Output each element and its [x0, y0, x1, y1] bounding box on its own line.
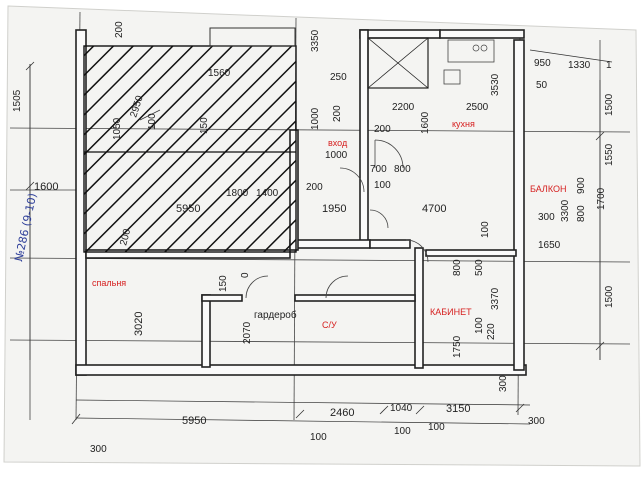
dim-label: 300	[528, 416, 545, 427]
dim-label: 300	[498, 375, 509, 392]
dim-label: 100	[480, 221, 491, 238]
dim-label: 1330	[568, 60, 591, 71]
dim-label: 950	[534, 58, 551, 69]
kitchen-fixtures	[443, 39, 495, 85]
dim-label: 3150	[446, 403, 470, 415]
dim-label: 800	[452, 259, 463, 276]
dim-label: 2500	[466, 102, 489, 113]
dim-label: 3300	[560, 199, 571, 222]
dim-label: 800	[394, 164, 411, 175]
dim-label: 800	[576, 205, 587, 222]
dim-label: 3370	[490, 287, 501, 310]
dim-label: 5950	[182, 415, 206, 427]
dim-label: 100	[147, 113, 158, 130]
dim-label: 220	[486, 323, 497, 340]
dim-label: 1750	[452, 335, 463, 358]
dim-label: 200	[306, 182, 323, 193]
dim-label: 1600	[34, 181, 58, 193]
room-label-balcony: БАЛКОН	[530, 184, 566, 194]
room-label-bedroom: спальня	[92, 278, 126, 288]
dim-label: 1500	[604, 285, 615, 308]
dim-label: 100	[310, 432, 327, 443]
tick-marks	[25, 61, 605, 425]
dim-label: 1050	[112, 117, 123, 140]
dim-label: 1560	[208, 68, 231, 79]
dimension-lines	[29, 49, 613, 425]
dim-label: 1700	[596, 187, 607, 210]
dim-label: 3020	[133, 312, 145, 336]
top-fixtures	[209, 27, 296, 47]
dim-label: 5950	[176, 203, 200, 215]
dim-label: 2460	[330, 407, 354, 419]
dim-label: 250	[330, 72, 347, 83]
dim-label: 1	[606, 60, 612, 71]
dim-label: 1505	[12, 89, 23, 112]
dim-label: 150	[218, 275, 229, 292]
dim-label: 1000	[325, 150, 348, 161]
elevator-shaft	[367, 37, 429, 89]
dim-label: 1500	[604, 93, 615, 116]
dim-label: 100	[394, 426, 411, 437]
dim-label: 0	[240, 272, 251, 278]
dim-label: 1650	[538, 240, 561, 251]
dim-label: 1600	[420, 111, 431, 134]
dim-label: 3530	[490, 73, 501, 96]
room-label-kitchen: кухня	[452, 119, 475, 129]
dim-label: 1040	[390, 403, 413, 414]
dim-label: 150	[199, 117, 210, 134]
dim-label: 200	[114, 21, 125, 38]
dim-label: 3350	[310, 29, 321, 52]
dim-label: 1950	[322, 203, 346, 215]
dim-label: 200	[332, 105, 343, 122]
dim-label: 700	[370, 164, 387, 175]
dim-label: 1800	[226, 188, 249, 199]
dim-label: 1550	[604, 143, 615, 166]
doors	[245, 139, 429, 299]
room-label-bathroom: С/У	[322, 320, 337, 330]
room-label-entrance: вход	[328, 138, 348, 148]
dim-label: 100	[474, 317, 485, 334]
dim-label: 100	[428, 422, 445, 433]
dim-label: 1000	[310, 107, 321, 130]
dim-label: 900	[576, 177, 587, 194]
dim-label: 200	[118, 227, 133, 246]
dim-label: 2200	[392, 102, 415, 113]
dim-label: 100	[374, 180, 391, 191]
dim-label: 500	[474, 259, 485, 276]
dim-label: 4700	[422, 203, 446, 215]
dim-label: 2070	[242, 321, 253, 344]
dim-label: 1400	[256, 188, 279, 199]
hatched-area	[83, 45, 297, 253]
dimension-labels: 200 3350 1505 1600 1560 2950 1050 5950 1…	[12, 21, 615, 455]
room-label-office: КАБИНЕТ	[430, 307, 472, 317]
dim-label: 200	[374, 124, 391, 135]
room-label-wardrobe: гардероб	[254, 309, 297, 321]
dim-label: 50	[536, 80, 548, 91]
dim-label: 300	[90, 444, 107, 455]
dim-label: 300	[538, 212, 555, 223]
